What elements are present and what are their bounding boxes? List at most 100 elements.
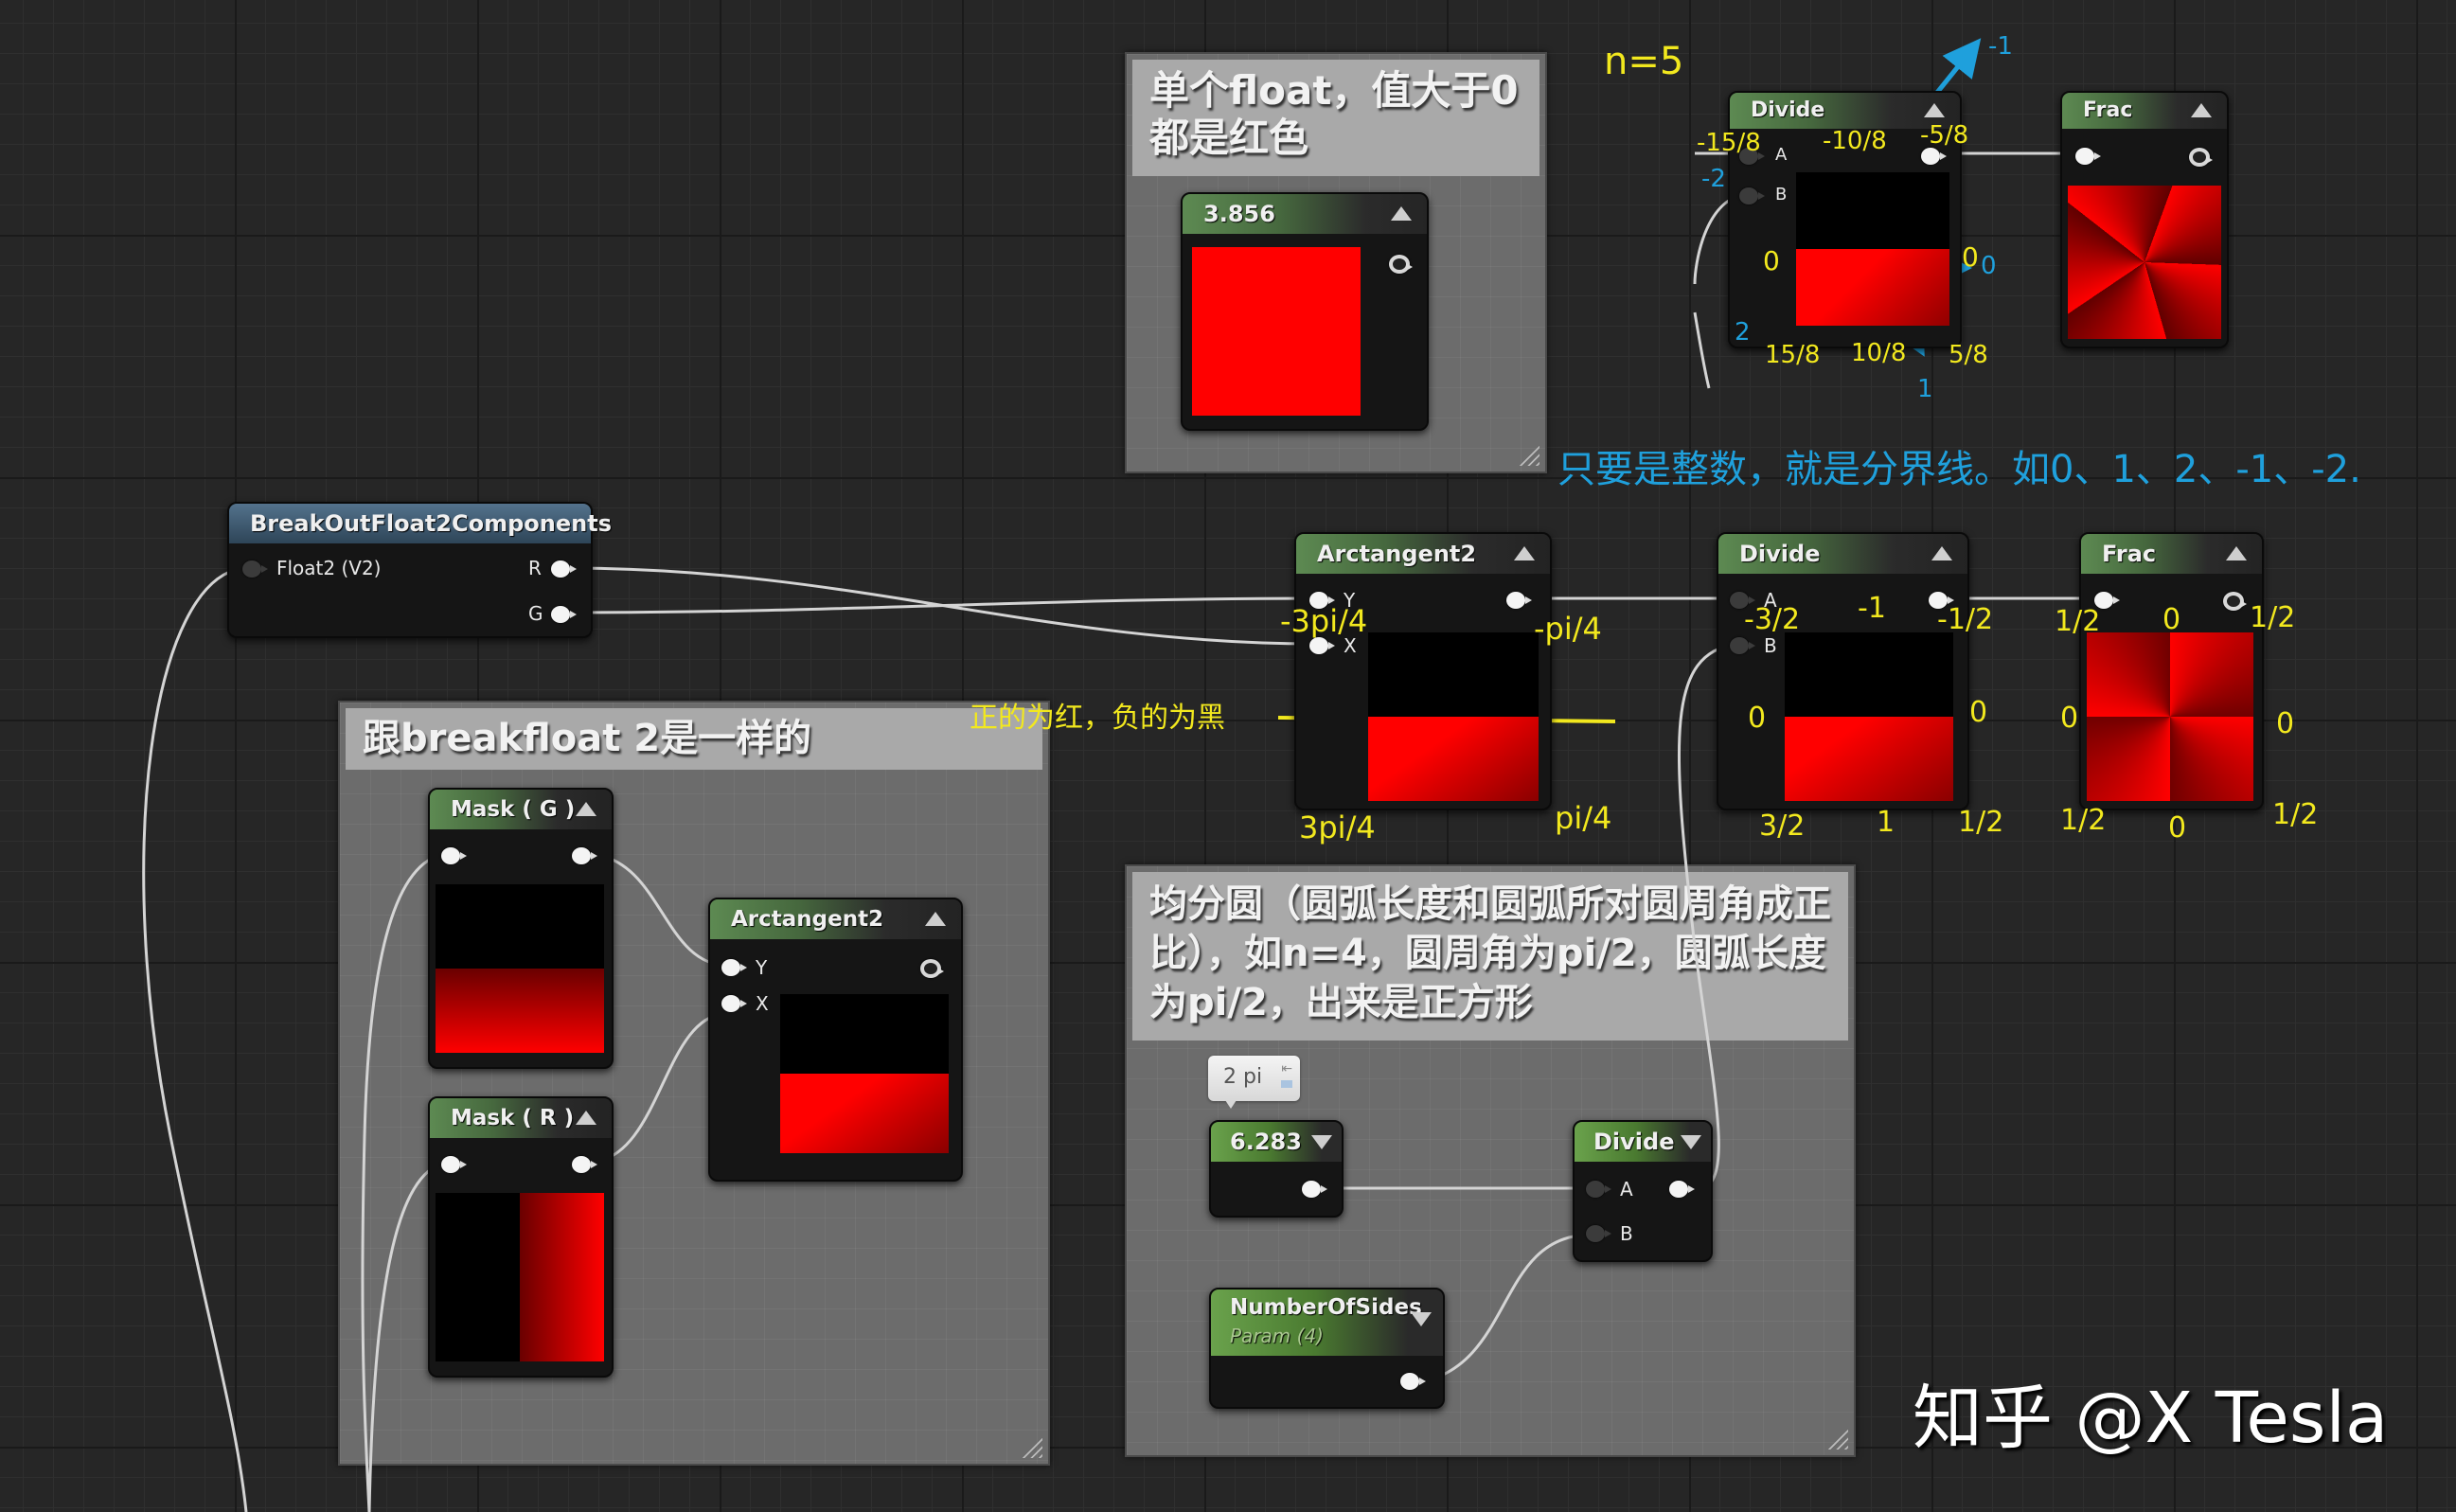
collapse-arrow-icon[interactable] [925,912,946,926]
output-pin[interactable] [1669,1181,1695,1198]
annot-blue-left: -2 [1701,165,1726,193]
node-header: Frac [2062,93,2227,129]
annot-arctan-top-left: -3pi/4 [1280,603,1368,639]
annot-div-bot-left: 3/2 [1759,809,1806,843]
node-subtitle: Param (4) [1230,1325,1324,1347]
output-pin[interactable] [572,1156,597,1173]
output-pin[interactable] [1506,592,1532,609]
collapse-arrow-icon[interactable] [1514,546,1535,560]
input-pin-x[interactable] [721,995,747,1012]
input-pin[interactable] [441,847,467,864]
input-pin-b[interactable] [1739,187,1765,205]
expand-arrow-icon[interactable] [1681,1135,1701,1149]
node-header: NumberOfSides Param (4) [1211,1290,1443,1356]
output-pin[interactable] [1302,1181,1327,1198]
annot-frac-bot-mid: 0 [2168,811,2187,845]
input-pin[interactable] [2075,148,2101,165]
output-pin[interactable] [920,959,944,978]
annot-frac-bot-left: 1/2 [2060,804,2107,837]
preview-swatch [2087,632,2253,801]
annot-top-mid: -10/8 [1823,127,1887,155]
annot-arctan-top-right: -pi/4 [1534,611,1602,647]
mid-arctangent2-node[interactable]: Arctangent2 Y X [1294,532,1552,810]
node-title: NumberOfSides [1230,1295,1422,1320]
output-pin[interactable] [1921,148,1947,165]
pin-bubble-icon[interactable]: ⇤ [1281,1061,1292,1076]
node-header: Arctangent2 [710,899,961,939]
collapse-arrow-icon[interactable] [1931,546,1952,560]
n-label: n=5 [1604,40,1684,83]
expand-arrow-icon[interactable] [1411,1312,1432,1326]
pin-label-a: A [1764,589,1777,612]
node-title: Arctangent2 [1317,541,1477,567]
annot-div-mid-left: 0 [1748,702,1767,735]
inner-divide-node[interactable]: Divide A B [1573,1120,1713,1262]
output-pin[interactable] [2189,148,2213,167]
input-pin-x[interactable] [1309,637,1335,654]
node-header: Mask ( G ) [430,790,612,829]
constant-node-2pi[interactable]: 6.283 [1209,1120,1344,1218]
input-pin-y[interactable] [721,959,747,976]
node-header: Divide [1718,534,1967,574]
resize-grip[interactable] [1827,1429,1848,1450]
mid-frac-node[interactable]: Frac [2079,532,2264,810]
constant-node-3856[interactable]: 3.856 [1181,192,1429,431]
inner-arctangent2-node[interactable]: Arctangent2 Y X [708,898,963,1182]
number-of-sides-param[interactable]: NumberOfSides Param (4) [1209,1288,1445,1409]
collapse-arrow-icon[interactable] [1924,103,1945,117]
node-header: BreakOutFloat2Components [229,504,612,543]
comment-title: 跟breakfloat 2是一样的 [346,708,1042,770]
annot-blue-down-left: 2 [1735,318,1751,347]
output-pin[interactable] [1400,1373,1426,1390]
annot-frac-bot-right: 1/2 [2272,798,2319,831]
input-pin-b[interactable] [1586,1225,1611,1242]
annot-frac-top-left: 1/2 [2055,605,2101,638]
mask-g-node[interactable]: Mask ( G ) [428,788,614,1069]
annot-div-top-left: -3/2 [1744,603,1801,636]
collapse-arrow-icon[interactable] [2191,103,2212,117]
input-pin-a[interactable] [1586,1181,1611,1198]
pin-label-y: Y [1344,589,1356,612]
output-pin[interactable] [1929,592,1954,609]
input-pin-a[interactable] [1730,592,1755,609]
output-pin-r[interactable] [551,560,577,578]
pin-label-g: G [528,602,543,625]
annot-blue-up: -1 [1988,32,2013,61]
pin-label-b: B [1620,1222,1633,1245]
resize-grip[interactable] [1519,445,1539,466]
output-pin[interactable] [2223,592,2247,611]
collapse-arrow-icon[interactable] [576,802,596,816]
node-header: Mask ( R ) [430,1098,612,1138]
output-pin[interactable] [572,847,597,864]
pin-label-x: X [756,992,769,1015]
collapse-arrow-icon[interactable] [2226,546,2247,560]
expand-arrow-icon[interactable] [1311,1135,1332,1149]
node-title: Mask ( R ) [451,1106,575,1130]
annot-arctan-bot-right: pi/4 [1555,800,1612,836]
pin-label-y: Y [756,956,768,979]
node-header: Arctangent2 [1296,534,1550,574]
output-pin[interactable] [1389,255,1413,274]
input-pin[interactable] [441,1156,467,1173]
collapse-arrow-icon[interactable] [1391,206,1412,221]
output-pin-g[interactable] [551,606,577,623]
input-pin-b[interactable] [1730,637,1755,654]
resize-grip[interactable] [1022,1437,1042,1458]
comment-bubble-2pi[interactable]: 2 pi ⇤ [1208,1056,1300,1109]
bubble-text: 2 pi [1223,1065,1263,1089]
collapse-arrow-icon[interactable] [576,1111,596,1125]
mask-r-node[interactable]: Mask ( R ) [428,1096,614,1378]
breakout-float2-node[interactable]: BreakOutFloat2Components Float2 (V2) R G [227,502,612,638]
mid-divide-node[interactable]: Divide A B [1717,532,1969,810]
node-header: Frac [2081,534,2262,574]
annot-arctan-bot-left: 3pi/4 [1299,809,1376,845]
annot-frac-mid-right: 0 [2276,707,2295,740]
bubble-options-icon[interactable] [1281,1080,1292,1088]
preview-swatch [436,884,604,1053]
input-pin[interactable] [2094,592,2120,609]
input-pin-float2[interactable] [242,560,268,578]
node-title: Divide [1739,541,1821,567]
top-frac-node[interactable]: Frac [2060,91,2229,348]
constant-value: 6.283 [1230,1129,1302,1155]
annot-bot-right: 5/8 [1949,341,1988,369]
